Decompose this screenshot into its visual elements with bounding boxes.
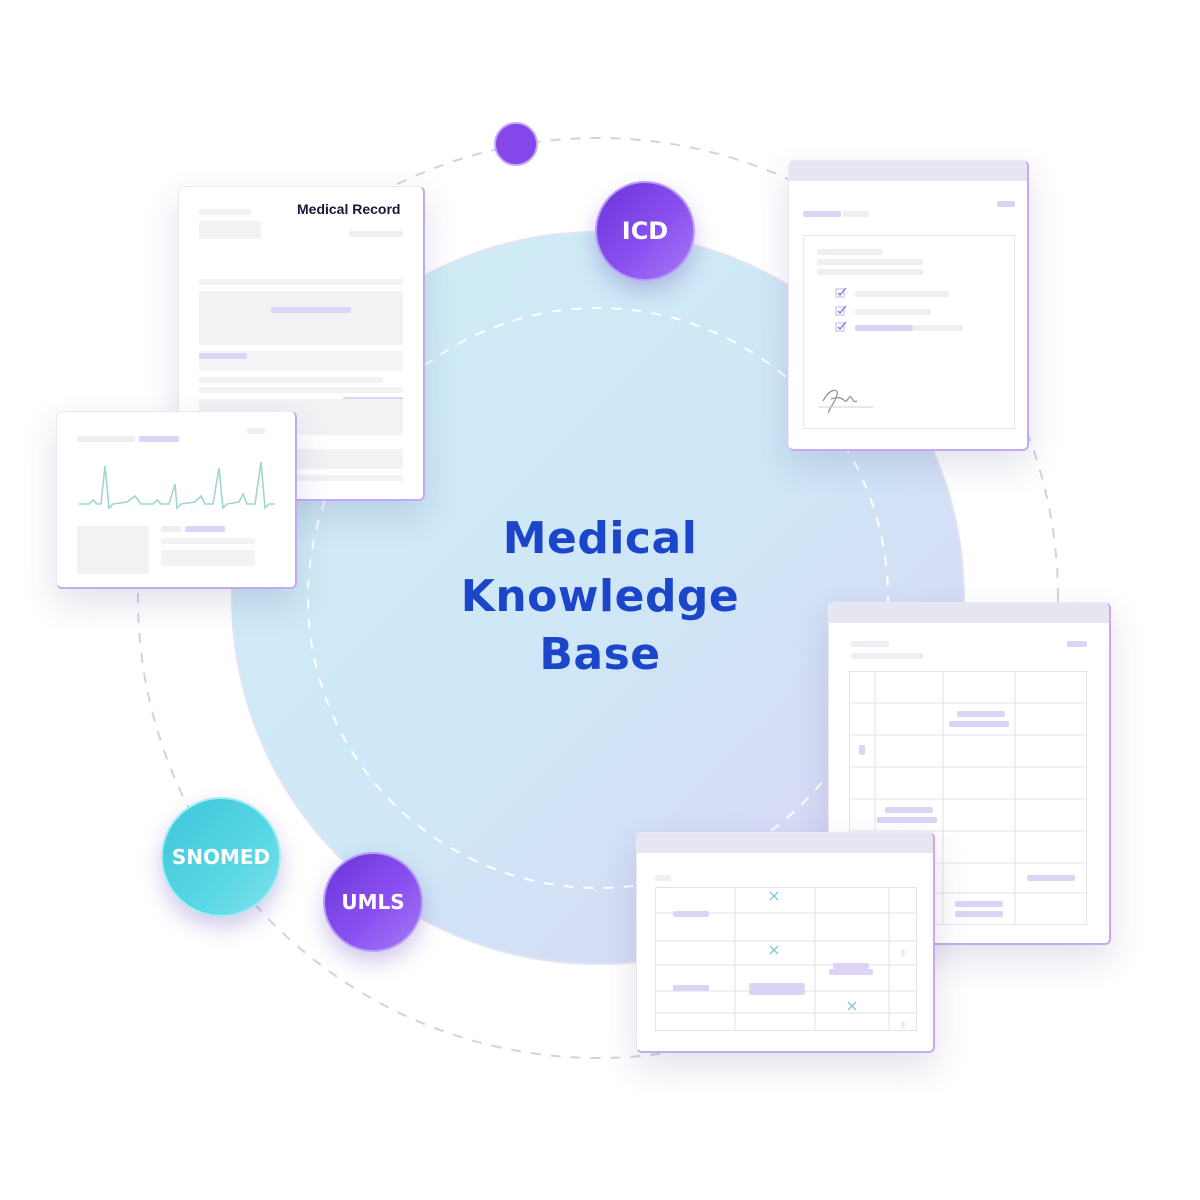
center-title: Medical Knowledge Base <box>400 510 800 684</box>
x-mark-icon <box>769 945 779 955</box>
center-title-line3: Base <box>539 629 661 680</box>
snomed-label: SNOMED <box>171 845 271 869</box>
snomed-badge: SNOMED <box>161 797 281 917</box>
check-icon <box>835 305 847 316</box>
checklist-table-card <box>636 832 935 1053</box>
icd-label: ICD <box>621 217 669 245</box>
medical-record-title: Medical Record <box>297 201 401 217</box>
ecg-card <box>56 411 297 589</box>
center-title-line2: Knowledge <box>460 571 740 622</box>
signature-icon <box>819 389 873 414</box>
center-title-line1: Medical <box>502 513 698 564</box>
umls-label: UMLS <box>341 890 405 914</box>
check-icon <box>835 287 847 298</box>
orbit-dot <box>494 122 538 166</box>
umls-badge: UMLS <box>323 852 423 952</box>
check-icon <box>835 321 847 332</box>
form-card <box>788 160 1029 451</box>
outer-dashed-ring <box>137 137 1059 1059</box>
icd-badge: ICD <box>595 181 695 281</box>
x-mark-icon <box>847 1001 857 1011</box>
inner-dashed-ring <box>307 307 889 889</box>
ecg-waveform <box>79 461 275 510</box>
x-mark-icon <box>769 891 779 901</box>
